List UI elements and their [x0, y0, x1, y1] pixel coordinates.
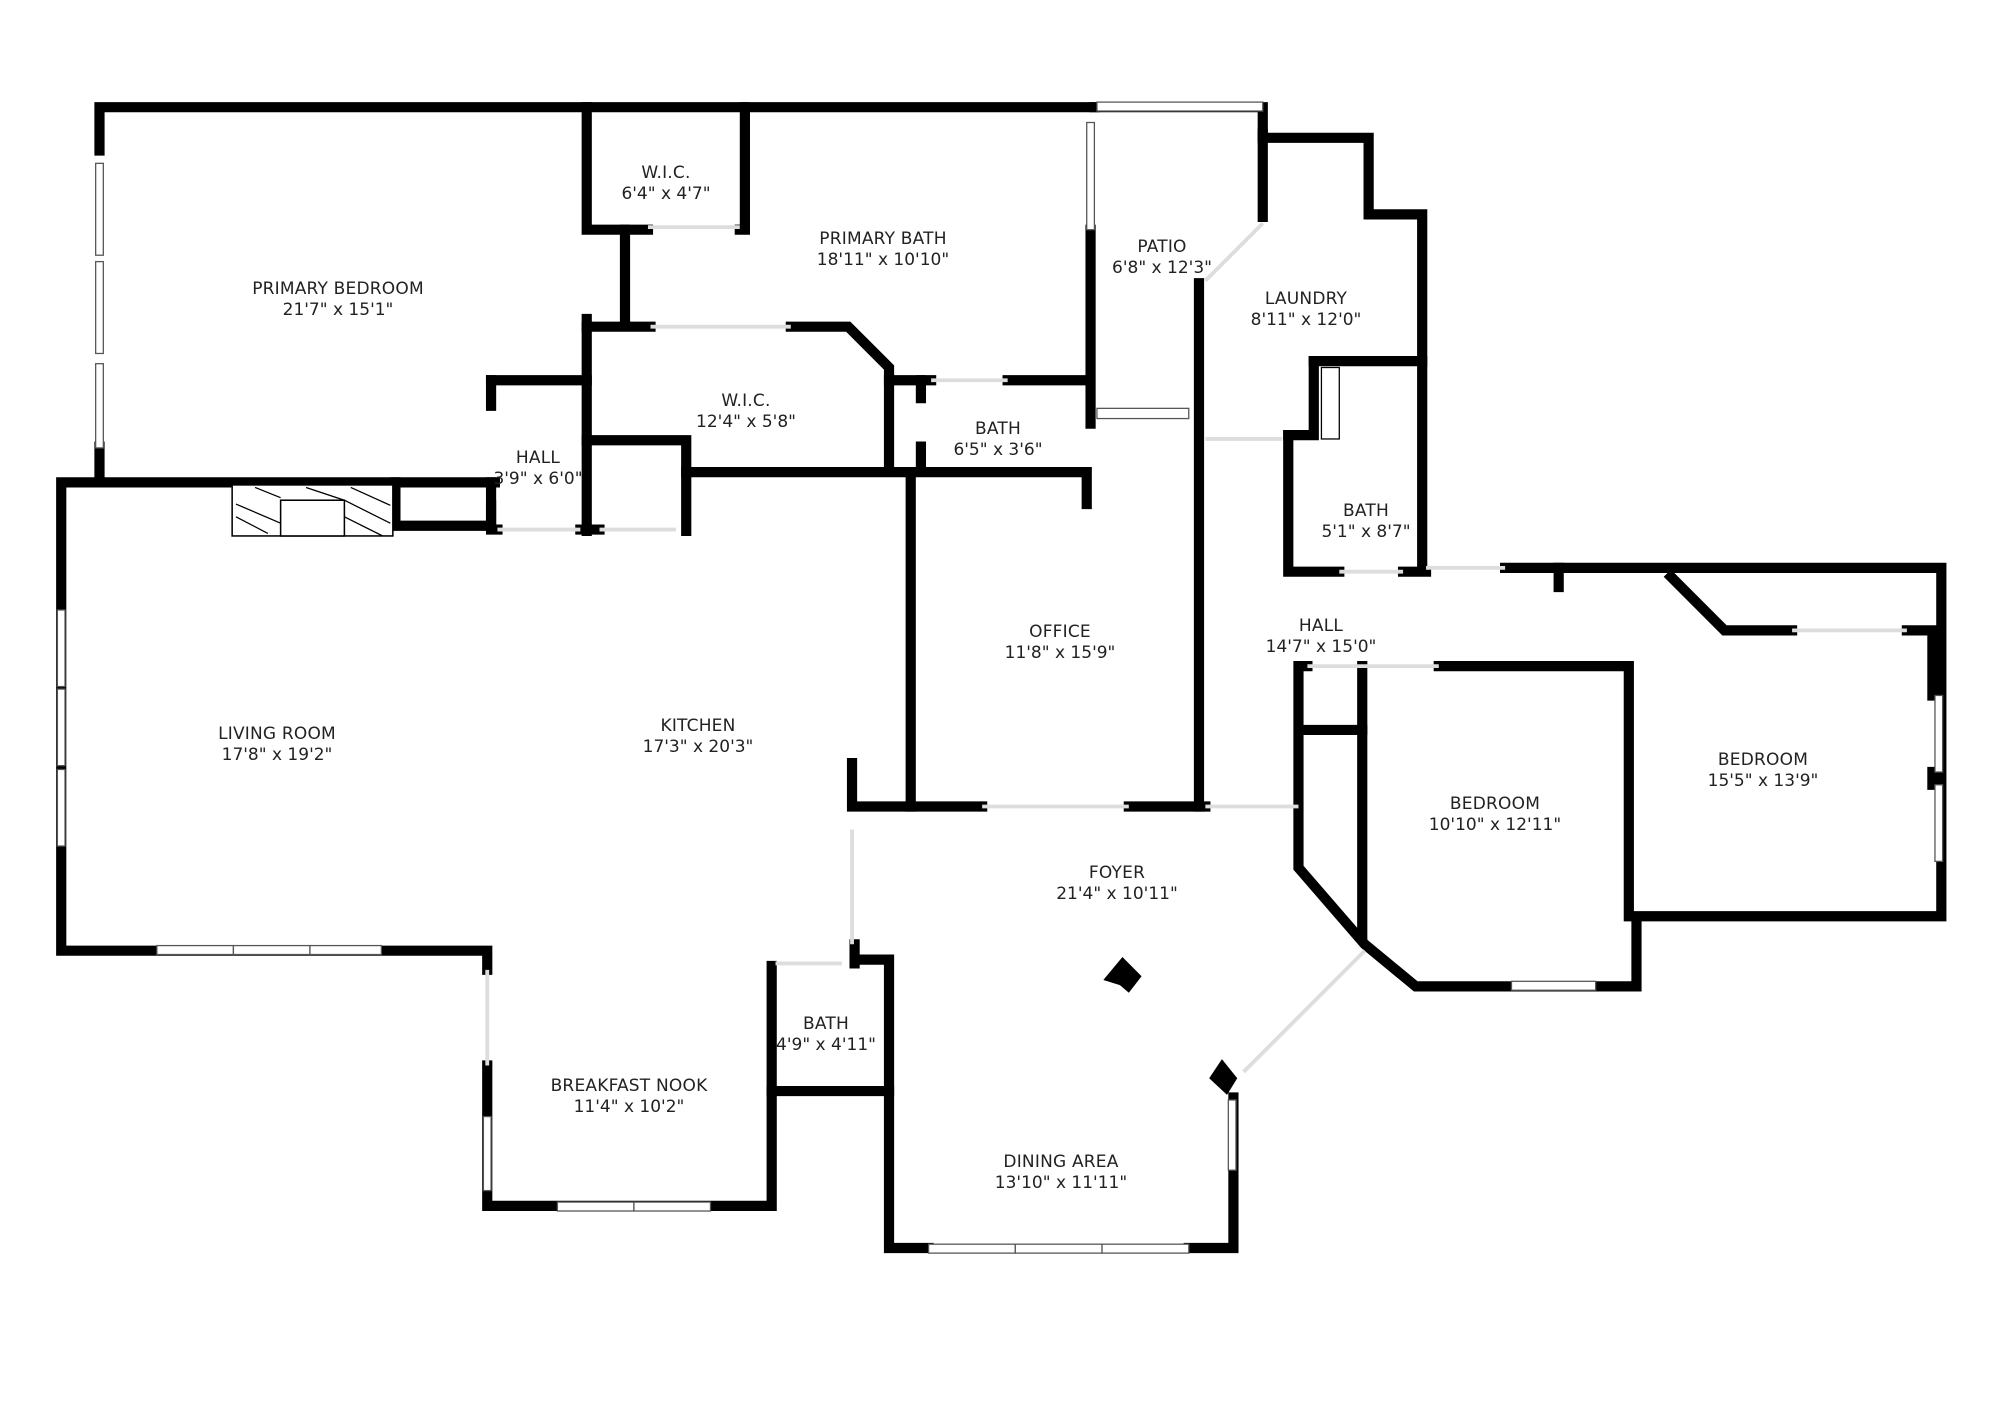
room-name: FOYER — [1088, 863, 1146, 883]
room-label-kitchen: KITCHEN 17'3" x 20'3" — [643, 716, 754, 758]
room-dimensions: 8'11" x 12'0" — [1250, 310, 1362, 330]
room-label-breakfast-nook: BREAKFAST NOOK 11'4" x 10'2" — [551, 1076, 708, 1118]
room-name: BREAKFAST NOOK — [550, 1076, 708, 1096]
room-dimensions: 17'8" x 19'2" — [221, 745, 333, 765]
room-name: BATH — [975, 419, 1021, 439]
room-label-office: OFFICE 11'8" x 15'9" — [1005, 622, 1116, 664]
room-name: DINING AREA — [1003, 1152, 1119, 1172]
room-label-hall-1: HALL 3'9" x 6'0" — [493, 448, 582, 490]
room-label-wic-2: W.I.C. 12'4" x 5'8" — [696, 391, 796, 433]
room-name: BEDROOM — [1717, 750, 1809, 770]
room-name: HALL — [515, 448, 561, 468]
room-name: OFFICE — [1029, 622, 1091, 642]
laundry-cabinet — [1320, 366, 1340, 440]
room-dimensions: 11'8" x 15'9" — [1004, 643, 1116, 663]
room-name: KITCHEN — [660, 716, 736, 736]
room-name: PRIMARY BATH — [819, 229, 947, 249]
room-dimensions: 6'5" x 3'6" — [953, 440, 1043, 460]
room-name: BEDROOM — [1449, 794, 1541, 814]
room-name: LIVING ROOM — [218, 724, 336, 744]
room-dimensions: 15'5" x 13'9" — [1707, 771, 1819, 791]
room-label-foyer: FOYER 21'4" x 10'11" — [1056, 863, 1178, 905]
room-label-dining-area: DINING AREA 13'10" x 11'11" — [995, 1152, 1127, 1194]
room-name: LAUNDRY — [1264, 289, 1348, 309]
room-name: BATH — [1343, 501, 1389, 521]
room-name: BATH — [803, 1014, 849, 1034]
compass-marker-icon — [1103, 957, 1142, 993]
room-label-bedroom-1: BEDROOM 10'10" x 12'11" — [1429, 794, 1561, 836]
room-dimensions: 5'1" x 8'7" — [1321, 522, 1411, 542]
room-dimensions: 4'9" x 4'11" — [776, 1035, 876, 1055]
room-label-hall-2: HALL 14'7" x 15'0" — [1266, 616, 1377, 658]
room-label-bath-2: BATH 5'1" x 8'7" — [1321, 501, 1410, 543]
room-dimensions: 6'4" x 4'7" — [621, 184, 711, 204]
room-dimensions: 12'4" x 5'8" — [696, 412, 796, 432]
room-label-wic-1: W.I.C. 6'4" x 4'7" — [621, 163, 710, 205]
room-label-bath-1: BATH 6'5" x 3'6" — [953, 419, 1042, 461]
room-dimensions: 18'11" x 10'10" — [816, 250, 950, 270]
room-label-primary-bath: PRIMARY BATH 18'11" x 10'10" — [817, 229, 949, 271]
room-dimensions: 11'4" x 10'2" — [573, 1097, 685, 1117]
room-dimensions: 21'7" x 15'1" — [282, 300, 394, 320]
room-dimensions: 17'3" x 20'3" — [642, 737, 754, 757]
room-name: HALL — [1298, 616, 1344, 636]
room-dimensions: 3'9" x 6'0" — [493, 469, 583, 489]
room-label-patio: PATIO 6'8" x 12'3" — [1112, 237, 1212, 279]
walls — [56, 102, 1947, 1254]
room-dimensions: 13'10" x 11'11" — [994, 1173, 1128, 1193]
room-dimensions: 10'10" x 12'11" — [1428, 815, 1562, 835]
room-name: W.I.C. — [721, 391, 771, 411]
room-label-living-room: LIVING ROOM 17'8" x 19'2" — [218, 724, 336, 766]
room-label-primary-bedroom: PRIMARY BEDROOM 21'7" x 15'1" — [252, 279, 424, 321]
fireplace-icon — [231, 484, 394, 537]
room-dimensions: 6'8" x 12'3" — [1112, 258, 1212, 278]
room-dimensions: 21'4" x 10'11" — [1056, 884, 1178, 904]
room-name: PATIO — [1137, 237, 1187, 257]
entry-marker-icon — [1209, 1059, 1238, 1095]
room-label-laundry: LAUNDRY 8'11" x 12'0" — [1251, 289, 1362, 331]
room-label-bedroom-2: BEDROOM 15'5" x 13'9" — [1708, 750, 1819, 792]
openings — [485, 221, 1907, 1074]
room-name: W.I.C. — [641, 163, 691, 183]
room-dimensions: 14'7" x 15'0" — [1265, 637, 1377, 657]
windows — [56, 101, 1944, 1254]
room-label-bath-3: BATH 4'9" x 4'11" — [776, 1014, 876, 1056]
room-name: PRIMARY BEDROOM — [252, 279, 424, 299]
